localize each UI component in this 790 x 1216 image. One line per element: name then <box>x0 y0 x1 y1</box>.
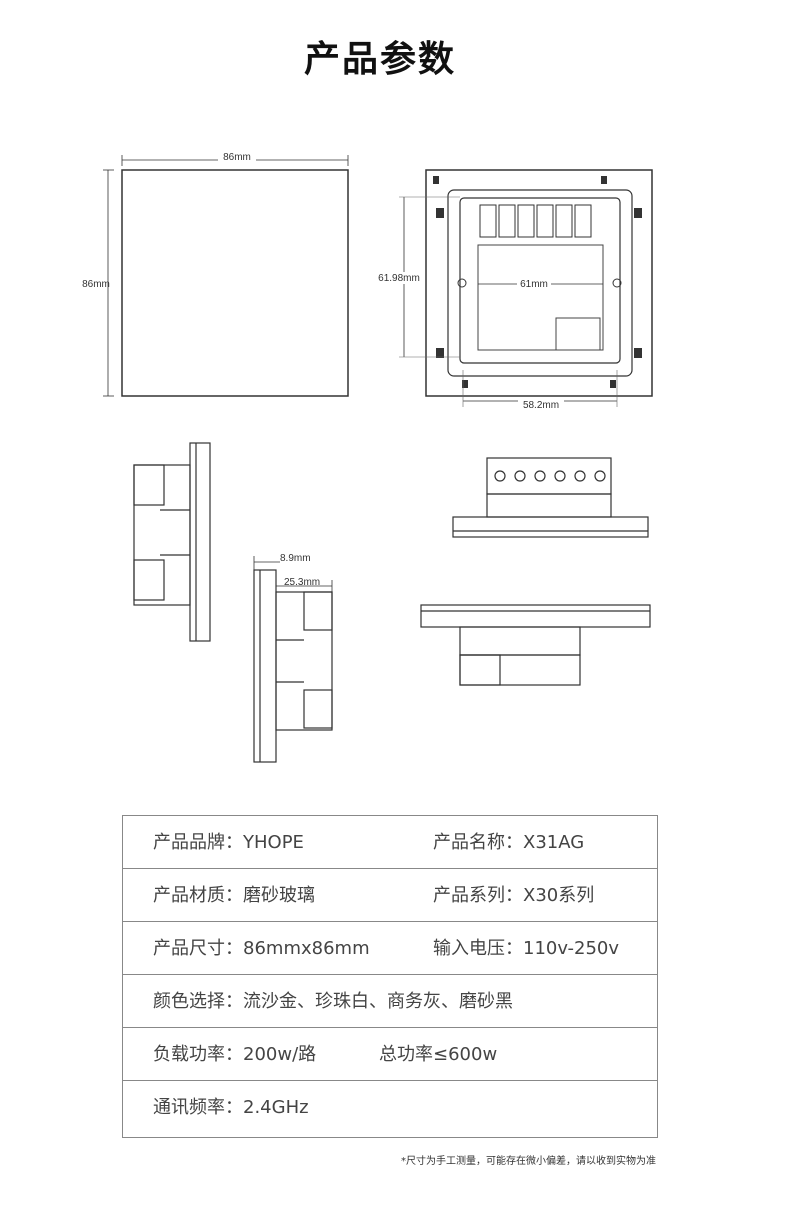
technical-drawings: 86mm 86mm 61.98mm 61mm <box>82 151 653 763</box>
spec-size: 产品尺寸：86mmx86mm <box>153 938 370 959</box>
side-panel-depth-label: 8.9mm <box>280 553 311 564</box>
spec-brand: 产品品牌：YHOPE <box>153 832 304 853</box>
spec-row: 产品品牌：YHOPE 产品名称：X31AG <box>123 816 657 869</box>
spec-row: 产品材质：磨砂玻璃 产品系列：X30系列 <box>123 869 657 922</box>
back-view: 61.98mm 61mm 58.2mm <box>372 169 653 411</box>
side-total-depth-label: 25.3mm <box>284 577 320 588</box>
side-view-left <box>133 442 211 642</box>
back-bottom-width-label: 58.2mm <box>523 400 559 411</box>
back-inner-width-label: 61mm <box>520 279 548 290</box>
spec-row: 负载功率：200w/路 总功率≤600w <box>123 1028 657 1081</box>
top-view <box>452 457 649 538</box>
front-width-label: 86mm <box>223 152 251 163</box>
spec-material: 产品材质：磨砂玻璃 <box>153 885 315 906</box>
spec-table: 产品品牌：YHOPE 产品名称：X31AG 产品材质：磨砂玻璃 产品系列：X30… <box>122 815 658 1138</box>
spec-row: 产品尺寸：86mmx86mm 输入电压：110v-250v <box>123 922 657 975</box>
spec-colors: 颜色选择：流沙金、珍珠白、商务灰、磨砂黑 <box>153 991 513 1012</box>
side-view-dimensioned: 8.9mm 25.3mm <box>253 553 333 763</box>
front-height-label: 86mm <box>82 279 110 290</box>
front-view: 86mm 86mm <box>82 151 349 397</box>
back-height-label: 61.98mm <box>378 273 420 284</box>
spec-frequency: 通讯频率：2.4GHz <box>153 1097 309 1118</box>
spec-row: 通讯频率：2.4GHz <box>123 1081 657 1137</box>
page-title: 产品参数 <box>303 39 456 80</box>
spec-product-name: 产品名称：X31AG <box>433 832 585 853</box>
measurement-note: *尺寸为手工测量，可能存在微小偏差，请以收到实物为准 <box>401 1156 656 1167</box>
bottom-view <box>420 604 651 686</box>
spec-voltage: 输入电压：110v-250v <box>433 938 620 959</box>
spec-load-power: 负载功率：200w/路 <box>153 1044 317 1065</box>
spec-series: 产品系列：X30系列 <box>433 885 595 906</box>
spec-row: 颜色选择：流沙金、珍珠白、商务灰、磨砂黑 <box>123 975 657 1028</box>
spec-total-power: 总功率≤600w <box>379 1044 498 1065</box>
